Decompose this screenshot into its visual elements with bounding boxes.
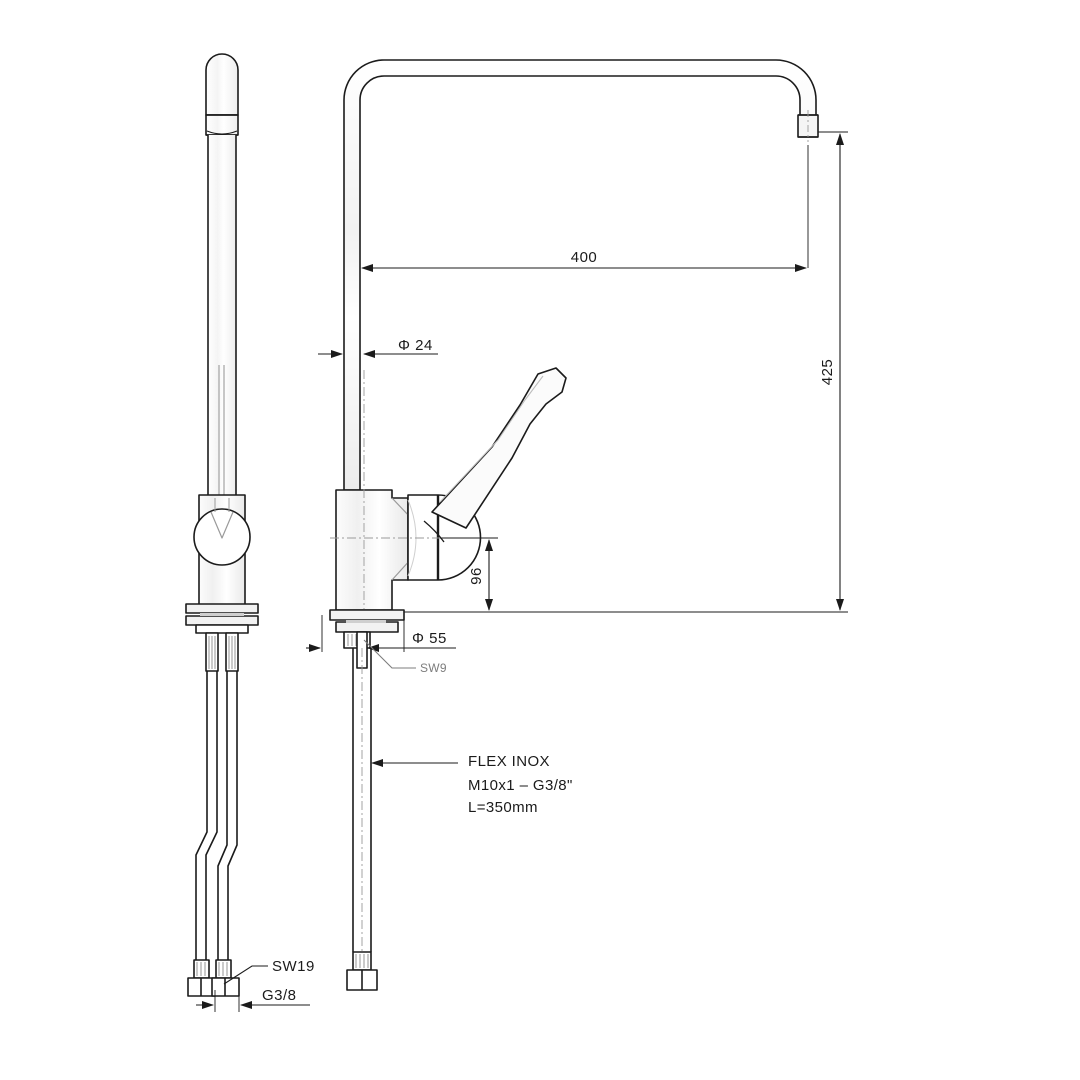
- side-view-hoses: [187, 632, 240, 997]
- front-view-group: [329, 59, 819, 991]
- dimension-handle-height-label: 96: [468, 567, 485, 585]
- callout-stud-wrench-label: SW9: [420, 661, 447, 675]
- note-flex-line2: M10x1 – G3/8": [468, 777, 573, 794]
- front-view-lever-handle: [423, 367, 567, 543]
- callout-hose-wrench-label: SW19: [272, 958, 315, 975]
- front-view-spout: [343, 59, 819, 491]
- side-view-body: [193, 494, 251, 606]
- note-flex-line1: FLEX INOX: [468, 753, 550, 770]
- side-view-spout: [205, 53, 239, 495]
- side-view-group: [185, 53, 259, 997]
- side-view-base-flange: [185, 603, 259, 634]
- note-flex-line3: L=350mm: [468, 799, 538, 816]
- front-view-base-flange: [329, 609, 405, 669]
- dimension-base-diameter-label: Φ 55: [412, 630, 447, 647]
- front-view-flex-hose: [346, 648, 378, 991]
- side-view-lever-shadow: [218, 365, 225, 512]
- dimension-spout-diameter-label: Φ 24: [398, 337, 433, 354]
- callout-stud-wrench-leader: [363, 639, 416, 669]
- dimension-hose-thread-label: G3/8: [262, 987, 297, 1004]
- callout-hose-wrench-leader: [223, 965, 268, 985]
- dimension-spout-reach: [359, 110, 809, 272]
- dimension-hose-thread: [196, 990, 310, 1012]
- dimension-handle-height: [404, 537, 498, 613]
- dimension-total-height-label: 425: [819, 359, 836, 386]
- dimension-spout-reach-label: 400: [571, 249, 598, 266]
